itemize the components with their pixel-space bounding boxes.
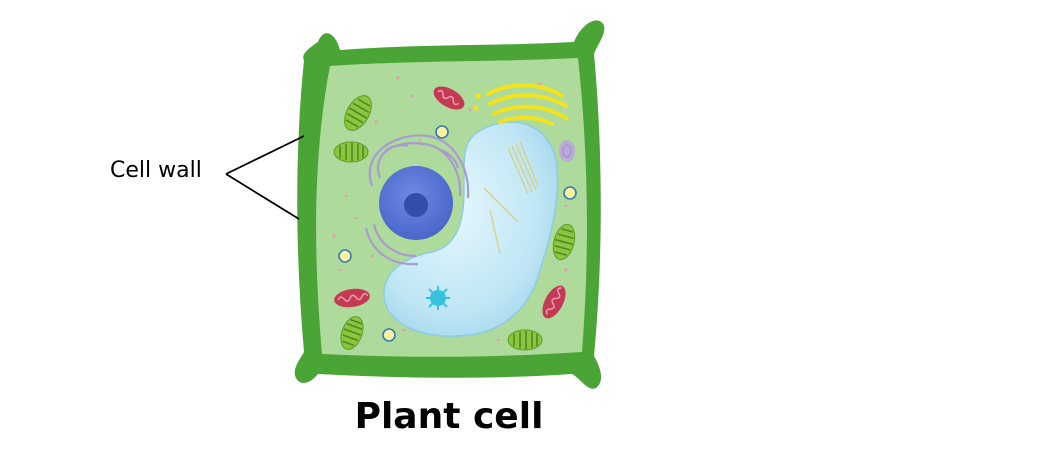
diagram-title: Plant cell	[354, 396, 544, 437]
peroxisome	[559, 140, 575, 162]
golgi-apparatus	[473, 83, 569, 126]
vacuole-granule	[426, 286, 450, 310]
vacuole	[383, 121, 559, 337]
vacuole-crystals	[483, 141, 539, 255]
cell-wall-pointer	[225, 135, 305, 220]
endoplasmic-reticulum	[364, 134, 470, 266]
vesicles	[338, 125, 577, 342]
nucleolus	[404, 193, 428, 217]
mitochondria	[334, 86, 566, 319]
chloroplasts	[333, 95, 576, 351]
cell-wall-label: Cell wall	[110, 158, 202, 183]
nucleus	[379, 166, 453, 240]
